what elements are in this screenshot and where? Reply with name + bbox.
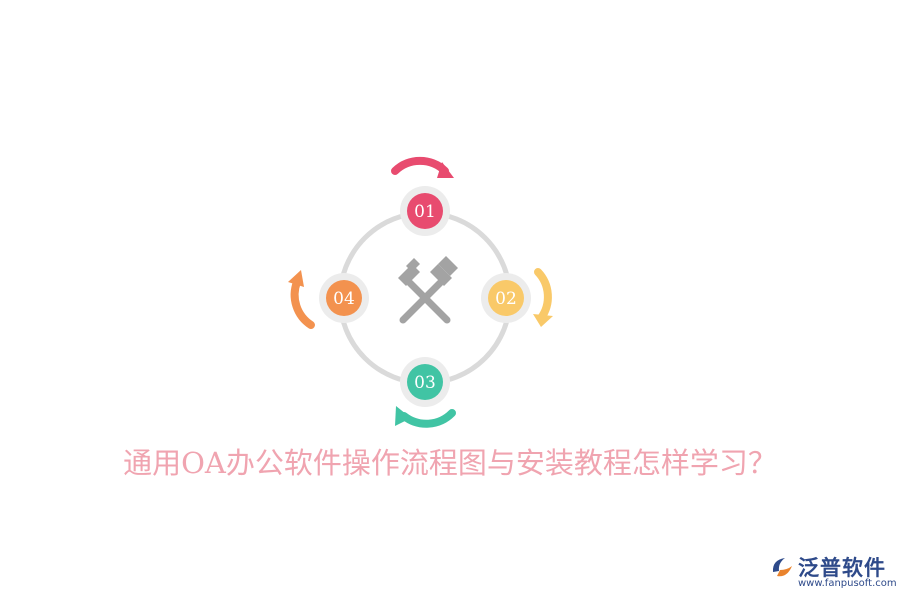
brand-logo: 泛普软件 www.fanpusoft.com: [764, 548, 897, 594]
arrow-step-03: [395, 406, 456, 428]
arrow-step-01: [391, 156, 454, 178]
crossed-hammers-icon: [398, 256, 458, 324]
step-node-04: 04: [319, 273, 369, 323]
step-label-02: 02: [495, 289, 517, 309]
step-label-01: 01: [414, 202, 436, 222]
page-title: 通用OA办公软件操作流程图与安装教程怎样学习？: [123, 446, 777, 480]
step-node-03: 03: [400, 357, 450, 407]
step-node-02: 02: [481, 273, 531, 323]
step-node-01: 01: [400, 186, 450, 236]
arrow-step-04: [288, 270, 315, 329]
brand-url: www.fanpusoft.com: [798, 578, 897, 589]
arrow-step-02: [533, 268, 553, 327]
step-label-03: 03: [414, 373, 436, 393]
brand-name: 泛普软件: [798, 556, 886, 580]
process-cycle-diagram: 01 02 03 04: [288, 156, 553, 428]
step-label-04: 04: [333, 289, 355, 309]
fanpu-logo-icon: [772, 558, 792, 577]
